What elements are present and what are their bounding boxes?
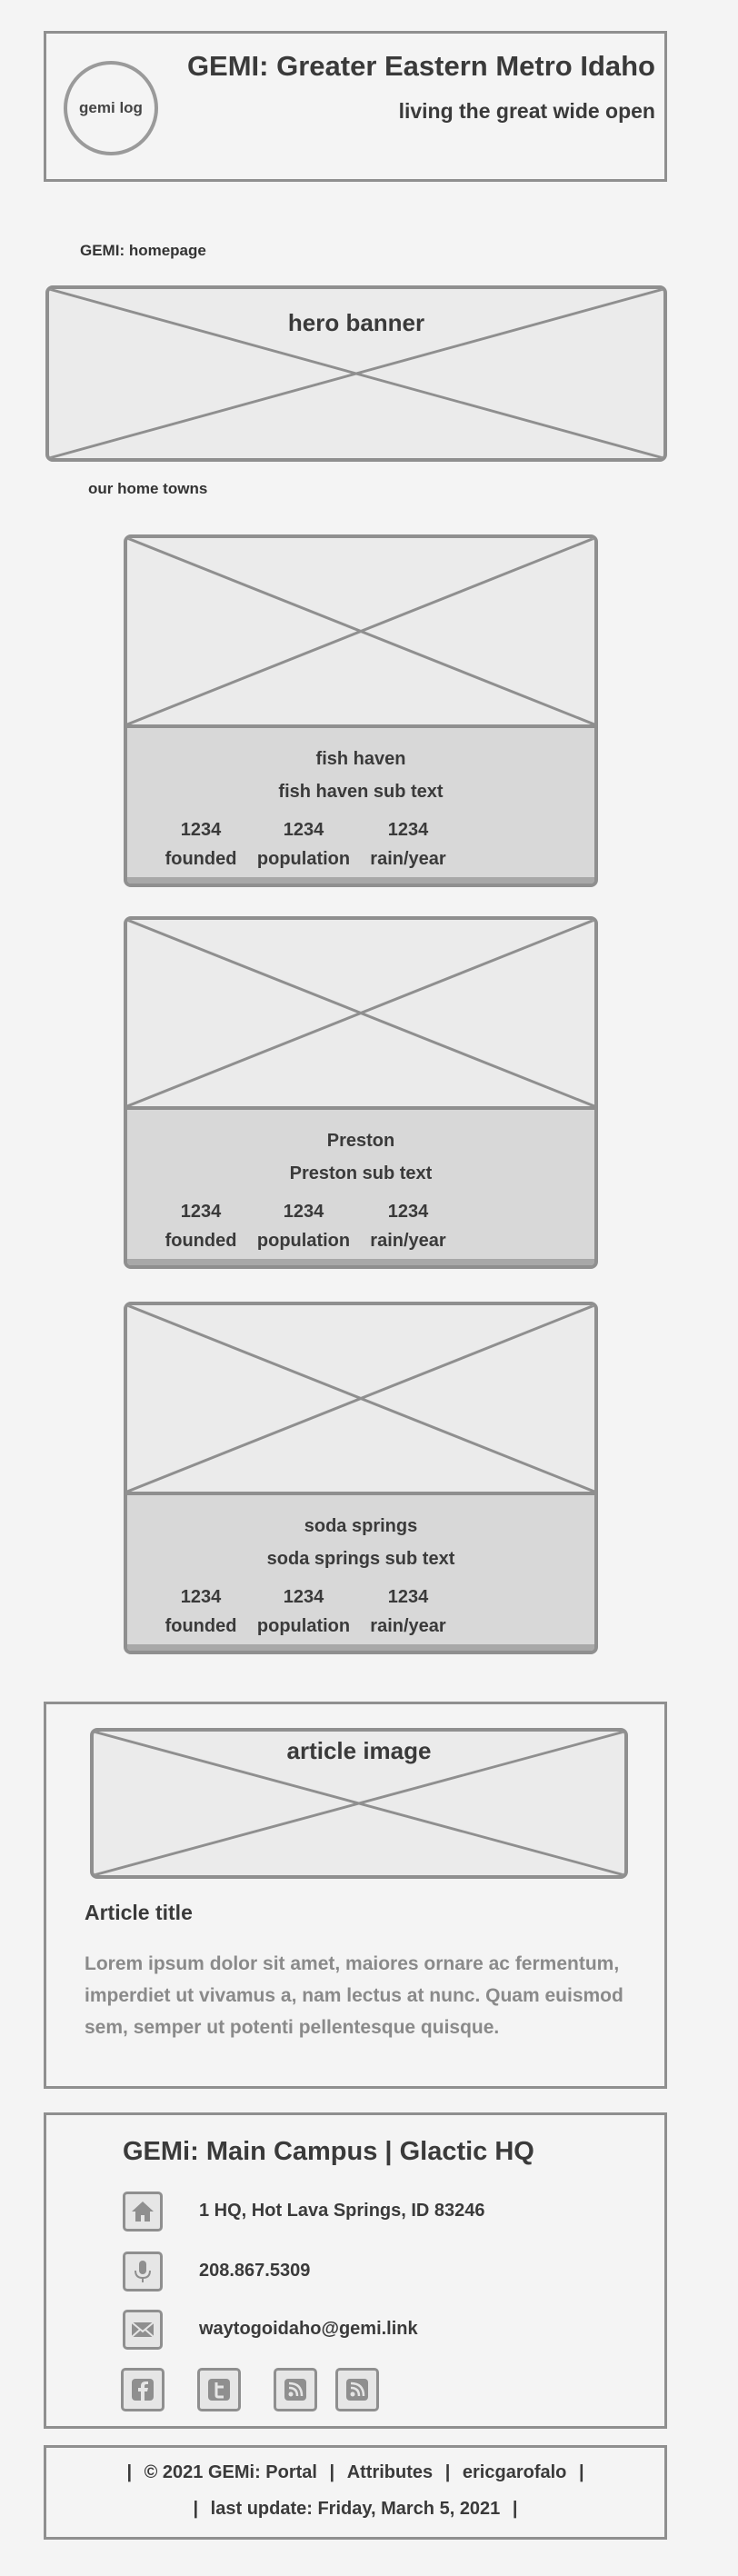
footer-separator: | [578,2462,584,2482]
footer-separator: | [512,2499,518,2519]
town-stat-value: 1234 [180,1202,222,1222]
footer-author-link[interactable]: ericgarofalo [462,2462,567,2482]
town-stat-label: population [256,1616,351,1636]
town-stat-value: 1234 [180,1587,222,1607]
town-stat-label: founded [165,1231,237,1251]
hero-placeholder-cross [49,289,663,458]
home-icon [123,2192,163,2232]
article-body: Lorem ipsum dolor sit amet, maiores orna… [85,1953,623,2038]
town-stat-value: 1234 [283,820,324,840]
town-card-footer-bar [127,1644,594,1651]
town-subtext: soda springs sub text [266,1549,455,1569]
town-stat-label: population [256,1231,351,1251]
contact-heading: GEMi: Main Campus | Glactic HQ [123,2137,534,2166]
town-subtext: fish haven sub text [278,782,444,802]
town-name: soda springs [304,1516,418,1536]
town-image [127,920,594,1110]
article-image: article image [90,1728,628,1879]
town-stat-label: population [256,849,351,869]
town-stat-label: rain/year [370,1616,446,1636]
site-logo[interactable]: gemi log [64,61,158,155]
town-stat-value: 1234 [180,820,222,840]
contact-address: 1 HQ, Hot Lava Springs, ID 83246 [199,2201,485,2221]
twitter-icon[interactable] [197,2368,241,2411]
microphone-icon [123,2252,163,2291]
article-placeholder-cross [94,1732,624,1875]
contact-phone[interactable]: 208.867.5309 [199,2261,311,2281]
town-card[interactable]: fish haven fish haven sub text 1234 founded… [124,534,598,887]
town-stat-value: 1234 [283,1202,324,1222]
town-stat-label: founded [165,1616,237,1636]
logo-text: gemi log [79,99,143,116]
town-stat-label: founded [165,849,237,869]
town-stat-label: rain/year [370,1231,446,1251]
town-placeholder-cross [127,538,594,724]
breadcrumb[interactable]: GEMI: homepage [80,242,206,259]
town-image [127,538,594,728]
site-header: gemi log GEMI: Greater Eastern Metro Ida… [44,31,667,182]
footer-line-1: | © 2021 GEMi: Portal | Attributes | eri… [46,2462,664,2483]
footer-attributes-link[interactable]: Attributes [346,2462,434,2482]
article-title[interactable]: Article title [85,1901,193,1924]
article-image-label: article image [286,1737,432,1764]
article-section: article image Article title Lorem ipsum … [44,1702,667,2089]
town-card-footer-bar [127,877,594,884]
contact-email[interactable]: waytogoidaho@gemi.link [199,2319,418,2339]
footer-separator: | [126,2462,133,2482]
town-subtext: Preston sub text [289,1163,433,1183]
site-tagline: living the great wide open [398,99,655,123]
town-stat-value: 1234 [387,1587,429,1607]
footer-copyright: © 2021 GEMi: Portal [144,2462,317,2482]
footer-separator: | [444,2462,451,2482]
town-stat-value: 1234 [387,1202,429,1222]
town-card-footer-bar [127,1259,594,1265]
town-name: Preston [326,1131,395,1151]
town-placeholder-cross [127,1305,594,1492]
section-label-home-towns: our home towns [88,480,208,497]
envelope-icon [123,2310,163,2350]
footer-last-update: last update: Friday, March 5, 2021 [210,2499,501,2519]
town-placeholder-cross [127,920,594,1106]
contact-section: GEMi: Main Campus | Glactic HQ 1 HQ, Hot… [44,2112,667,2429]
town-stat-label: rain/year [370,849,446,869]
hero-banner: hero banner [45,285,667,462]
town-card[interactable]: soda springs soda springs sub text 1234 fou… [124,1302,598,1654]
footer-separator: | [193,2499,199,2519]
town-stat-value: 1234 [283,1587,324,1607]
site-title: GEMI: Greater Eastern Metro Idaho [186,50,655,82]
footer-separator: | [329,2462,335,2482]
rss-icon[interactable] [335,2368,379,2411]
footer-line-2: | last update: Friday, March 5, 2021 | [46,2499,664,2520]
hero-label: hero banner [287,309,425,336]
town-stat-value: 1234 [387,820,429,840]
rss-icon[interactable] [274,2368,317,2411]
town-image [127,1305,594,1495]
town-name: fish haven [315,749,406,769]
site-footer: | © 2021 GEMi: Portal | Attributes | eri… [44,2445,667,2540]
facebook-icon[interactable] [121,2368,165,2411]
